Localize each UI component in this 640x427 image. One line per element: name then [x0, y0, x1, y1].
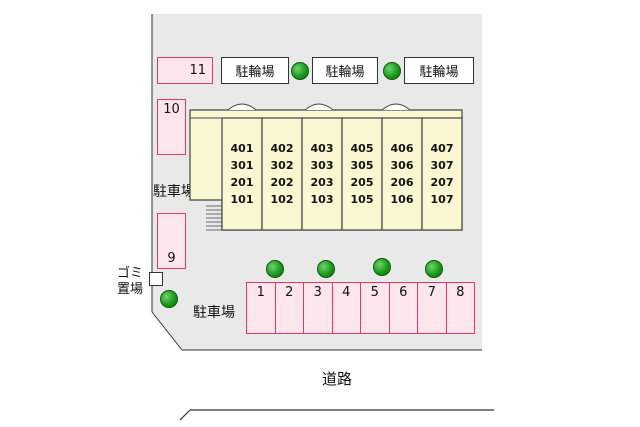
parking-spot-1: 1: [246, 282, 276, 334]
unit-column-3: 403 303 203 103: [302, 136, 342, 212]
unit-number: 103: [310, 193, 334, 206]
unit-number: 303: [310, 159, 334, 172]
unit-number: 306: [390, 159, 414, 172]
parking-label-left: 駐車場: [153, 184, 195, 200]
parking-slot-11: 11: [157, 57, 213, 84]
unit-number: 206: [390, 176, 414, 189]
unit-number: 302: [270, 159, 294, 172]
road-label: 道路: [322, 370, 353, 388]
bike-parking-3: 駐輪場: [404, 57, 474, 84]
unit-number: 205: [350, 176, 374, 189]
parking-label-bottom: 駐車場: [193, 305, 235, 321]
garbage-label-line2: 置場: [117, 282, 144, 297]
parking-slot-9: 9: [157, 213, 186, 269]
unit-number: 201: [230, 176, 254, 189]
parking-spot-8: 8: [445, 282, 475, 334]
unit-number: 105: [350, 193, 374, 206]
tree-icon: [266, 260, 284, 278]
unit-number: 403: [310, 142, 334, 155]
unit-number: 107: [430, 193, 454, 206]
parking-spot-3: 3: [303, 282, 333, 334]
unit-number: 402: [270, 142, 294, 155]
unit-number: 101: [230, 193, 254, 206]
tree-icon: [160, 290, 178, 308]
parking-spot-5: 5: [360, 282, 390, 334]
bike-parking-1: 駐輪場: [221, 57, 289, 84]
unit-column-2: 402 302 202 102: [262, 136, 302, 212]
parking-slot-10: 10: [157, 99, 186, 155]
unit-column-4: 405 305 205 105: [342, 136, 382, 212]
tree-icon: [425, 260, 443, 278]
tree-icon: [291, 62, 309, 80]
unit-number: 407: [430, 142, 454, 155]
unit-number: 401: [230, 142, 254, 155]
tree-icon: [383, 62, 401, 80]
unit-number: 305: [350, 159, 374, 172]
parking-spot-7: 7: [417, 282, 447, 334]
unit-number: 102: [270, 193, 294, 206]
unit-column-5: 406 306 206 106: [382, 136, 422, 212]
unit-number: 203: [310, 176, 334, 189]
unit-number: 202: [270, 176, 294, 189]
parking-spot-4: 4: [331, 282, 361, 334]
unit-column-1: 401 301 201 101: [222, 136, 262, 212]
parking-spot-2: 2: [274, 282, 304, 334]
unit-number: 307: [430, 159, 454, 172]
parking-spot-6: 6: [388, 282, 418, 334]
unit-number: 405: [350, 142, 374, 155]
bike-parking-2: 駐輪場: [312, 57, 378, 84]
unit-number: 406: [390, 142, 414, 155]
unit-number: 106: [390, 193, 414, 206]
garbage-label-line1: ゴミ: [117, 266, 144, 281]
tree-icon: [373, 258, 391, 276]
unit-number: 207: [430, 176, 454, 189]
unit-column-6: 407 307 207 107: [422, 136, 462, 212]
garbage-box: [149, 272, 163, 286]
unit-number: 301: [230, 159, 254, 172]
tree-icon: [317, 260, 335, 278]
